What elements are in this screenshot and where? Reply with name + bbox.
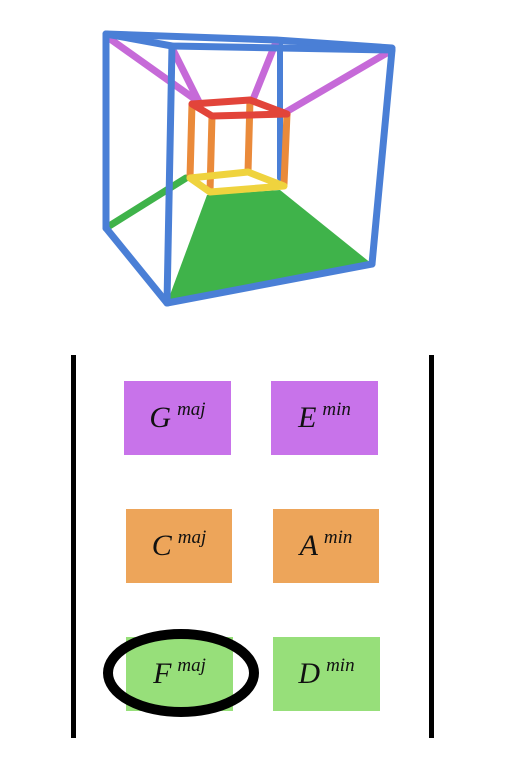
orange-edge-2 bbox=[206, 112, 216, 196]
purple-edge-2 bbox=[168, 44, 204, 108]
green-face bbox=[167, 190, 372, 303]
chord-root: E bbox=[298, 401, 317, 434]
blue-edge-bottom-left bbox=[102, 224, 171, 307]
chord-quality: min bbox=[323, 526, 353, 548]
chord-root: F bbox=[153, 657, 172, 690]
blue-edge-top-right bbox=[272, 36, 396, 52]
chord-quality: min bbox=[326, 654, 355, 676]
purple-edge-4 bbox=[282, 46, 396, 116]
blue-edge-bottom-front bbox=[163, 260, 376, 307]
chord-root: G bbox=[149, 401, 172, 434]
chord-quality: maj bbox=[177, 526, 207, 548]
chord-quality: maj bbox=[177, 398, 206, 420]
orange-edge-1 bbox=[186, 100, 196, 182]
orange-edge-4 bbox=[280, 110, 291, 188]
blue-edge-front-vertical bbox=[163, 42, 176, 307]
blue-edge-top-back bbox=[102, 30, 280, 44]
purple-edge-1 bbox=[102, 32, 200, 104]
chord-quality: min bbox=[322, 398, 351, 420]
chord-root: D bbox=[298, 657, 321, 690]
red-inner-square bbox=[188, 96, 291, 120]
chord-root: C bbox=[151, 529, 172, 562]
left-bracket-bar bbox=[71, 355, 76, 738]
orange-edge-3 bbox=[244, 96, 254, 176]
purple-edge-3 bbox=[248, 38, 280, 106]
right-bracket-bar bbox=[429, 355, 434, 738]
chord-quality: maj bbox=[177, 654, 206, 676]
blue-edge-right-vertical bbox=[368, 46, 396, 268]
hypercube-wireframe bbox=[102, 30, 396, 307]
yellow-inner-square bbox=[186, 168, 288, 196]
green-edge-back-left bbox=[102, 174, 190, 232]
chord-root: A bbox=[299, 529, 318, 562]
